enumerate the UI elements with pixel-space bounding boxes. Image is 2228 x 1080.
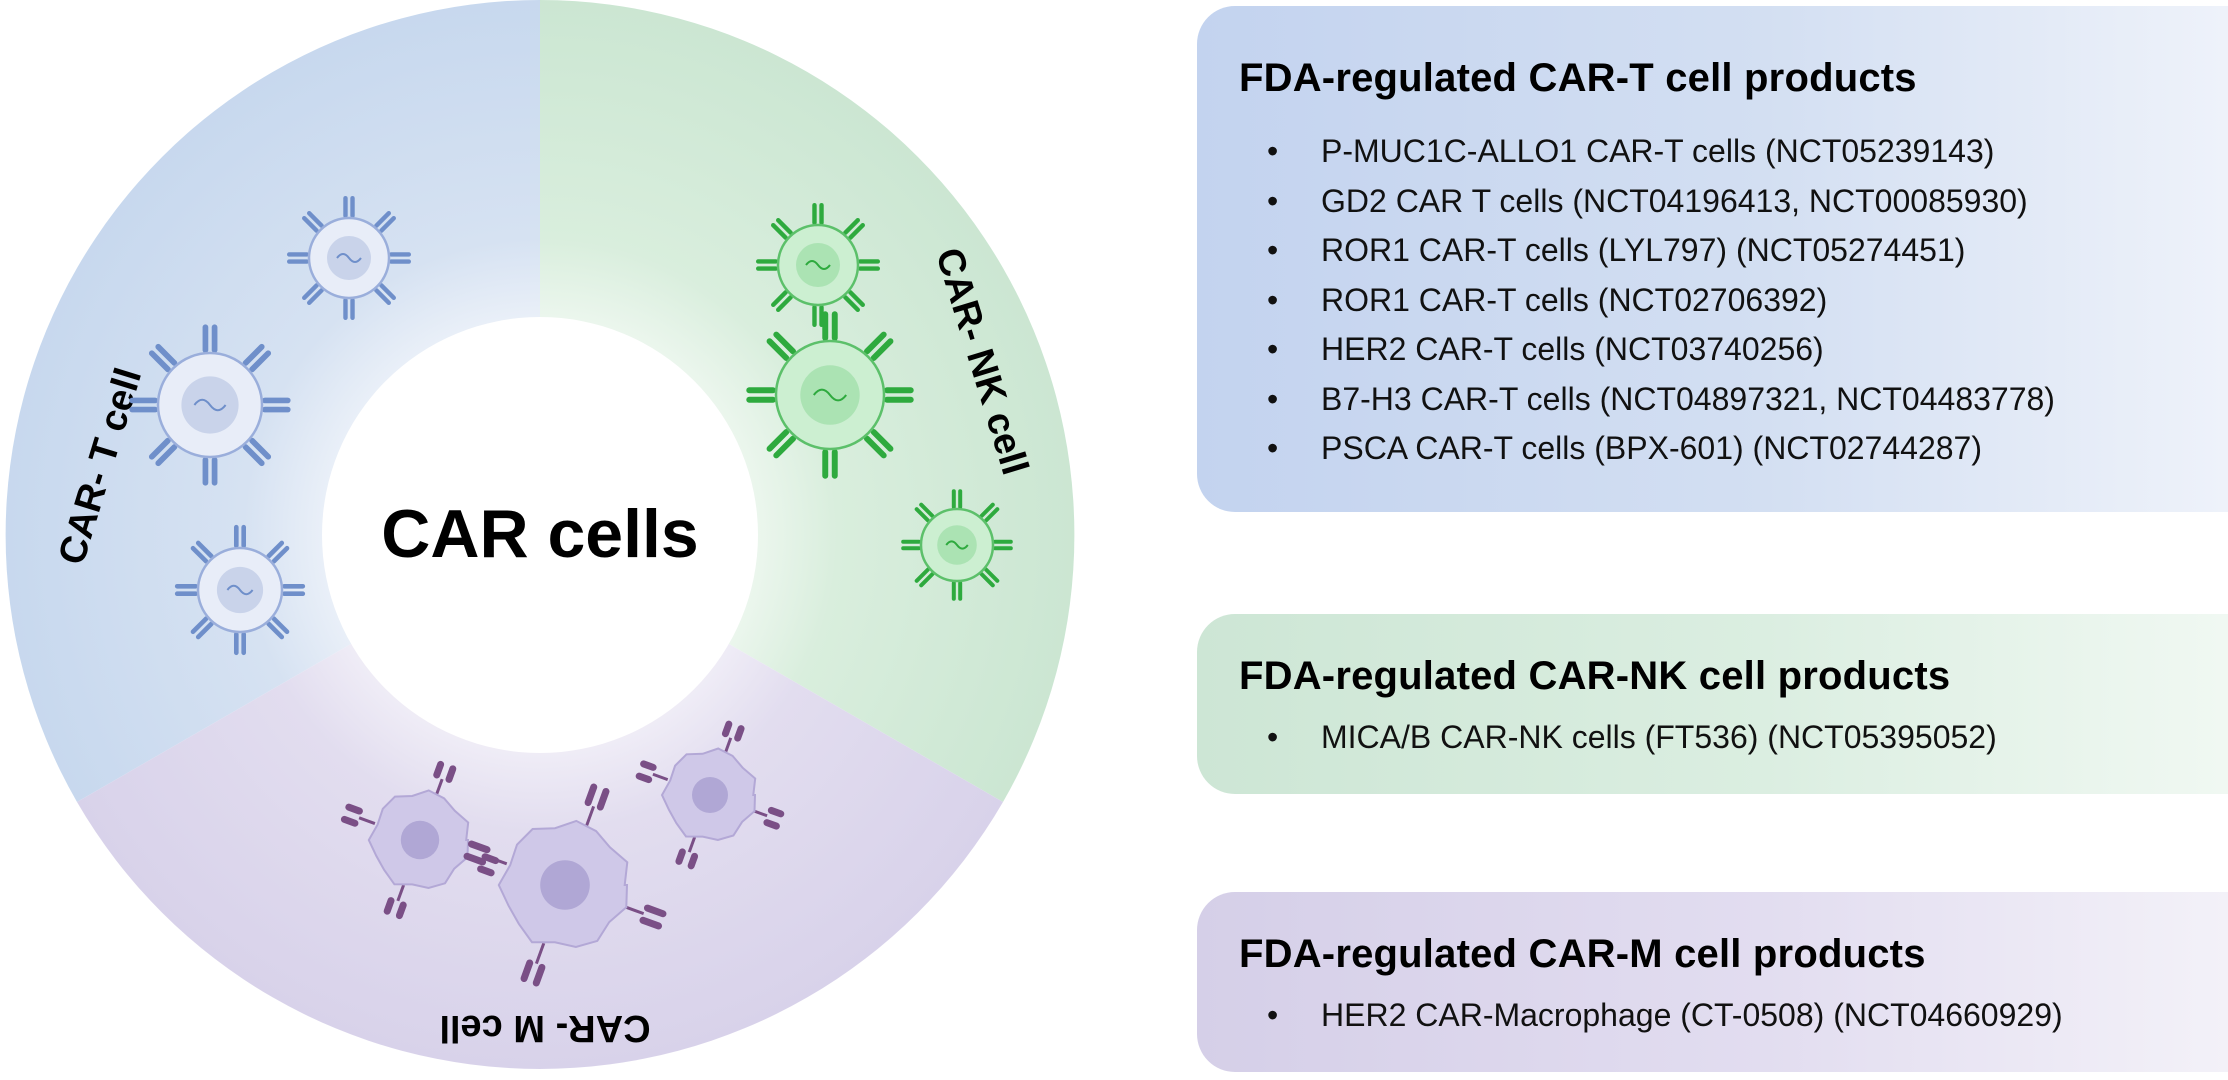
- list-item: ROR1 CAR-T cells (NCT02706392): [1239, 276, 2228, 326]
- center-circle: [322, 317, 758, 753]
- car-t-products-panel: FDA-regulated CAR-T cell products P-MUC1…: [1197, 6, 2228, 512]
- car-t-products-title: FDA-regulated CAR-T cell products: [1239, 56, 1917, 100]
- list-item: B7-H3 CAR-T cells (NCT04897321, NCT04483…: [1239, 375, 2228, 425]
- list-item: ROR1 CAR-T cells (LYL797) (NCT05274451): [1239, 226, 2228, 276]
- m-cell-label: CAR- M cell: [439, 1007, 650, 1049]
- nk-cell-icon: [756, 203, 880, 327]
- t-cell-icon: [129, 324, 291, 486]
- t-cell-icon: [287, 196, 411, 320]
- list-item: PSCA CAR-T cells (BPX-601) (NCT02744287): [1239, 424, 2228, 474]
- car-m-products-list: HER2 CAR-Macrophage (CT-0508) (NCT046609…: [1239, 991, 2228, 1041]
- car-nk-products-list: MICA/B CAR-NK cells (FT536) (NCT05395052…: [1239, 713, 2228, 763]
- car-nk-products-title: FDA-regulated CAR-NK cell products: [1239, 654, 1951, 698]
- nk-cell-icon: [746, 311, 914, 479]
- t-cell-icon: [174, 524, 306, 656]
- list-item: P-MUC1C-ALLO1 CAR-T cells (NCT05239143): [1239, 127, 2228, 177]
- car-nk-products-panel: FDA-regulated CAR-NK cell products MICA/…: [1197, 614, 2228, 794]
- car-m-products-title: FDA-regulated CAR-M cell products: [1239, 932, 1926, 976]
- center-label: CAR cells: [381, 496, 698, 572]
- nk-cell-icon: [901, 489, 1013, 601]
- macrophage-icon: [463, 783, 667, 987]
- list-item: HER2 CAR-Macrophage (CT-0508) (NCT046609…: [1239, 991, 2228, 1041]
- car-cells-wheel: CAR cells CAR- T cell CAR- NK cell CAR- …: [5, 0, 1075, 1069]
- list-item: MICA/B CAR-NK cells (FT536) (NCT05395052…: [1239, 713, 2228, 763]
- list-item: HER2 CAR-T cells (NCT03740256): [1239, 325, 2228, 375]
- car-m-products-panel: FDA-regulated CAR-M cell products HER2 C…: [1197, 892, 2228, 1072]
- m-cell-sector: [77, 535, 1003, 1069]
- macrophage-icon: [635, 720, 785, 870]
- list-item: GD2 CAR T cells (NCT04196413, NCT0008593…: [1239, 177, 2228, 227]
- car-t-products-list: P-MUC1C-ALLO1 CAR-T cells (NCT05239143) …: [1239, 127, 2228, 474]
